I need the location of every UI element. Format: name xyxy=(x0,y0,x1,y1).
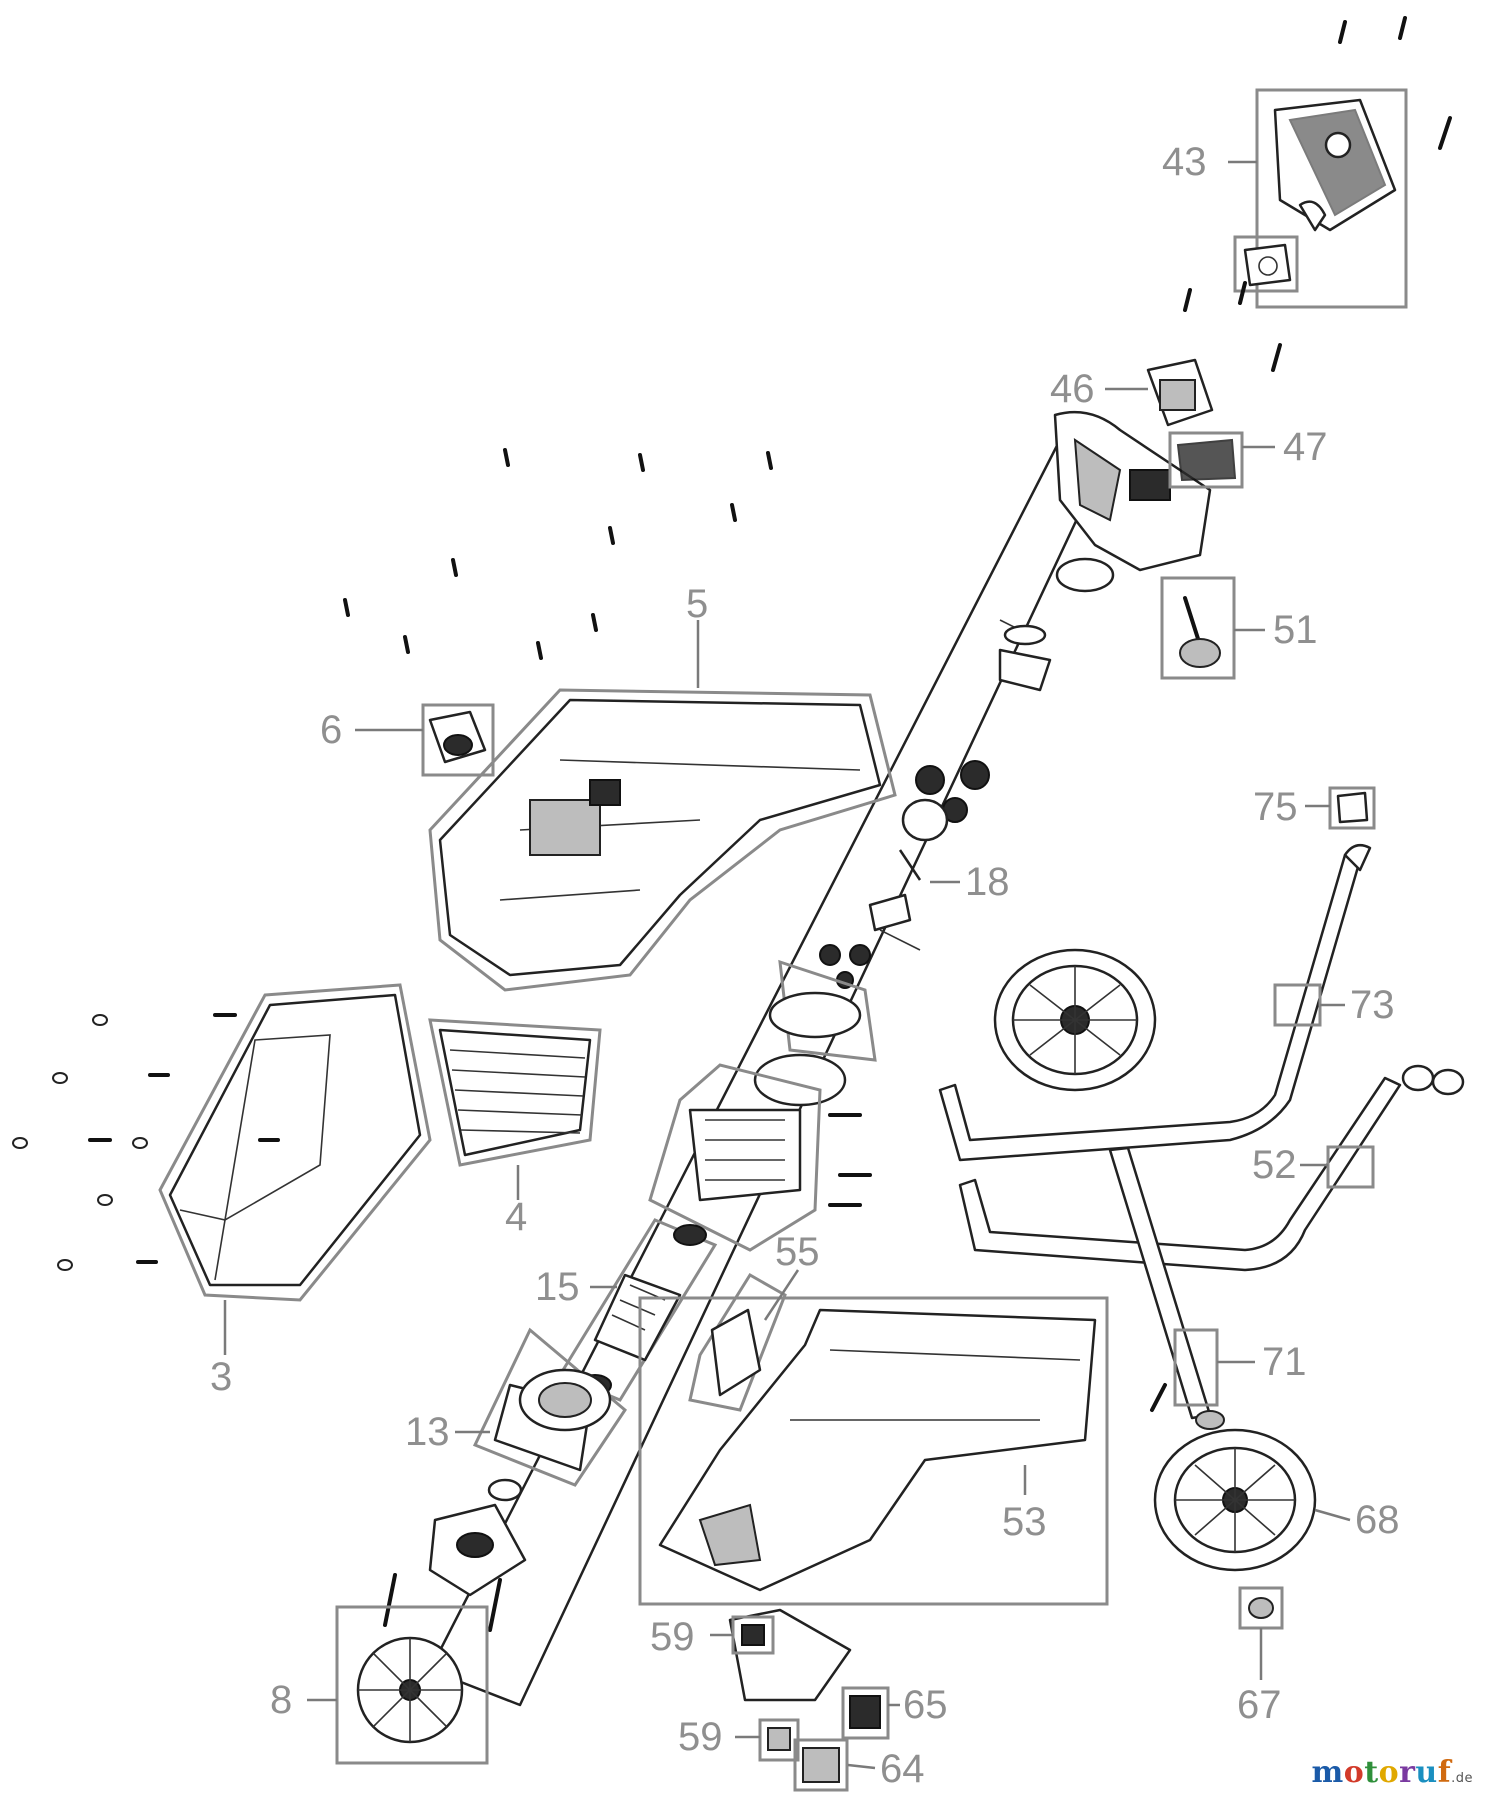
part-67-hubcap xyxy=(1238,1586,1284,1630)
part-13-canister xyxy=(472,1327,627,1502)
brand-logo: motoruf.de xyxy=(1311,1755,1473,1790)
part-75-cap xyxy=(1328,786,1376,830)
brand-letter: u xyxy=(1415,1755,1438,1790)
callout-67: 67 xyxy=(1237,1683,1282,1727)
callout-59-lower: 59 xyxy=(678,1715,723,1759)
motor-stator xyxy=(648,1063,872,1252)
part-53-side-housing xyxy=(638,1296,1109,1606)
drive-shaft-parts xyxy=(819,624,1052,989)
part-3-housing-shell xyxy=(158,983,432,1302)
part-55-capacitor xyxy=(688,1272,787,1412)
callout-71: 71 xyxy=(1262,1340,1307,1384)
part-5-handle-housing xyxy=(428,688,897,992)
wheel-upper xyxy=(993,948,1157,1092)
ring-set xyxy=(753,959,877,1107)
part-6-cap xyxy=(421,703,495,777)
callout-75: 75 xyxy=(1253,785,1298,829)
callout-64: 64 xyxy=(880,1747,925,1791)
end-cap xyxy=(383,1503,527,1632)
part-46-coupling xyxy=(1146,358,1214,427)
callout-55: 55 xyxy=(775,1230,820,1274)
part-47-bracket xyxy=(1168,431,1244,489)
callout-53: 53 xyxy=(1002,1500,1047,1544)
callout-labels: 43 46 47 51 5 6 18 75 73 52 3 4 15 55 71… xyxy=(210,140,1400,1791)
callout-5: 5 xyxy=(686,582,708,626)
part-43-cover-plate xyxy=(1233,88,1408,309)
part-51-knob xyxy=(1160,576,1236,680)
callout-52: 52 xyxy=(1252,1143,1297,1187)
part-71-axle-leg xyxy=(1108,1146,1219,1420)
callout-46: 46 xyxy=(1050,367,1095,411)
callout-3: 3 xyxy=(210,1355,232,1399)
callout-43: 43 xyxy=(1162,140,1207,184)
brand-letter: o xyxy=(1378,1755,1400,1790)
callout-15: 15 xyxy=(535,1265,580,1309)
part-4-filter xyxy=(428,1018,602,1167)
callout-51: 51 xyxy=(1273,608,1318,652)
brand-letter: o xyxy=(1343,1755,1365,1790)
leader-lines xyxy=(223,160,1351,1770)
side-fasteners xyxy=(12,1013,280,1271)
callout-13: 13 xyxy=(405,1410,450,1454)
part-68-wheel xyxy=(1153,1410,1317,1572)
frame-bar-52 xyxy=(958,1064,1465,1272)
callout-47: 47 xyxy=(1283,425,1328,469)
top-screws xyxy=(1183,16,1452,372)
callout-4: 4 xyxy=(505,1195,527,1239)
part-8-fan xyxy=(335,1605,489,1765)
brand-letter: t xyxy=(1364,1755,1379,1790)
brand-letter: r xyxy=(1399,1755,1416,1790)
housing-screws xyxy=(343,448,773,660)
callout-65: 65 xyxy=(903,1683,948,1727)
callout-73: 73 xyxy=(1350,983,1395,1027)
brand-suffix: .de xyxy=(1451,1771,1473,1786)
callout-59-upper: 59 xyxy=(650,1615,695,1659)
callout-6: 6 xyxy=(320,708,342,752)
gear-head-housing xyxy=(1053,410,1212,593)
callout-18: 18 xyxy=(965,860,1010,904)
callout-8: 8 xyxy=(270,1678,292,1722)
brand-letter: m xyxy=(1311,1755,1344,1790)
brand-letter: f xyxy=(1437,1755,1452,1790)
callout-68: 68 xyxy=(1355,1498,1400,1542)
switch-assembly xyxy=(728,1608,890,1792)
